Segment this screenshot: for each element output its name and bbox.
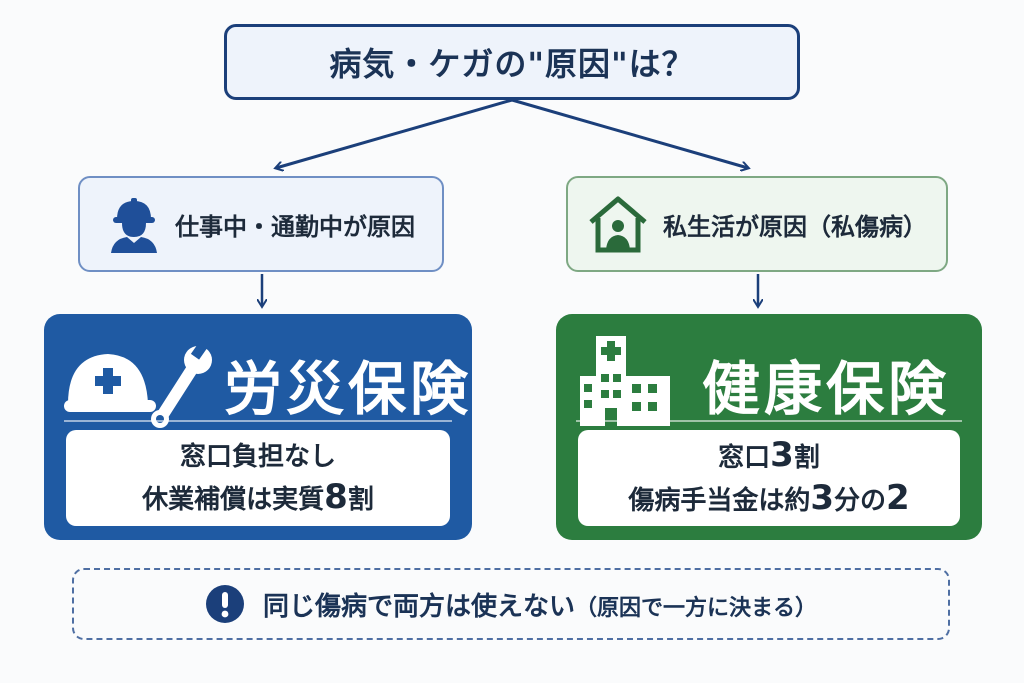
cause-work-box: 仕事中・通勤中が原因 [78,176,444,272]
kenpo-line2-prefix: 傷病手当金は約 [628,486,811,516]
kenpo-line2-num: 3 [810,478,834,518]
cause-private-label: 私生活が原因（私傷病） [663,212,927,241]
arrow-to-work [276,98,513,168]
kenpo-line1-prefix: 窓口 [718,443,771,473]
kenpo-details: 窓口3割 傷病手当金は約3分の2 [578,430,960,526]
rousai-line2-num: 8 [324,476,348,517]
kenpo-line2-num2: 2 [886,478,910,518]
kenpo-line2-mid: 分の [834,486,887,516]
rousai-divider [64,420,452,422]
kenpo-divider [576,420,962,422]
note-sub: （原因で一方に決まる） [575,595,818,621]
note-text: 同じ傷病で両方は使えない（原因で一方に決まる） [263,586,817,623]
rousai-line2-suffix: 割 [347,484,374,515]
note-main: 同じ傷病で両方は使えない [262,591,575,622]
exclamation-icon [205,585,244,623]
arrow-to-private [511,98,748,168]
rousai-details: 窓口負担なし 休業補償は実質8割 [66,430,450,526]
kenpo-title: 健康保険 [702,355,951,423]
kenpo-card: 健康保険 窓口3割 傷病手当金は約3分の2 [556,314,982,540]
question-text: 病気・ケガの"原因"は？ [329,45,695,83]
note-box: 同じ傷病で両方は使えない（原因で一方に決まる） [72,568,950,640]
kenpo-line1-num: 3 [770,435,794,475]
kenpo-line1: 窓口3割 [718,435,820,478]
house-person-icon [589,196,647,253]
rousai-line2: 休業補償は実質8割 [142,477,374,520]
kenpo-line1-suffix: 割 [793,443,820,473]
cause-work-label: 仕事中・通勤中が原因 [175,212,415,241]
hospital-icon [580,336,670,426]
rousai-line1: 窓口負担なし [179,441,336,472]
kenpo-line2: 傷病手当金は約3分の2 [628,478,909,521]
worker-icon [111,198,157,253]
rousai-title: 労災保険 [224,355,473,423]
cause-private-box: 私生活が原因（私傷病） [566,176,948,272]
rousai-card: 労災保険 窓口負担なし 休業補償は実質8割 [44,314,472,540]
question-box: 病気・ケガの"原因"は？ [224,24,800,100]
rousai-line2-prefix: 休業補償は実質 [142,484,325,515]
helmet-wrench-icon [64,342,212,428]
